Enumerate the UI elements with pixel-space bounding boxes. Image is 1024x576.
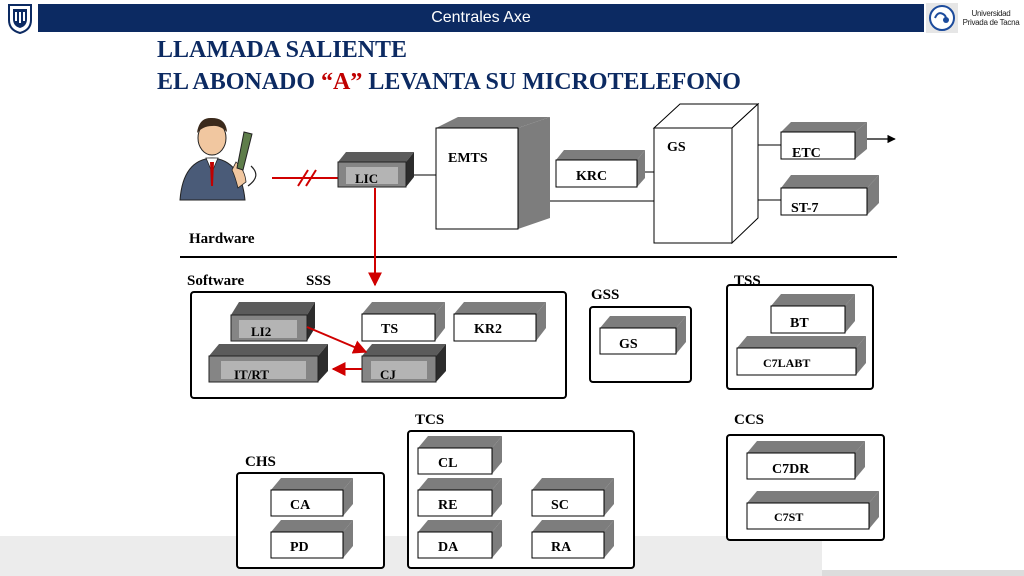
etc-block: ETC [780, 122, 867, 161]
st7-label: ST-7 [791, 201, 819, 216]
da-block: DA [417, 520, 502, 559]
krc-label: KRC [576, 169, 607, 184]
title-line2-prefix: EL ABONADO [157, 69, 322, 95]
ra-label: RA [551, 540, 572, 555]
subscriber-icon [179, 117, 257, 201]
pd-block: PD [270, 520, 353, 559]
bt-block: BT [770, 294, 855, 334]
itrt-block: IT/RT [208, 344, 328, 383]
bt-label: BT [790, 316, 809, 331]
footer-band-right [822, 570, 1024, 576]
cj-label: CJ [380, 367, 396, 382]
krc-block: KRC [555, 150, 645, 188]
c7dr-block: C7DR [746, 441, 865, 480]
gss-label: GSS [591, 287, 619, 303]
cl-label: CL [438, 456, 457, 471]
title-line2-suffix: LEVANTA SU MICROTELEFONO [362, 69, 741, 95]
cl-block: CL [417, 436, 502, 475]
title-line2-highlight: “A” [321, 69, 363, 95]
gs-hardware-label: GS [667, 140, 686, 155]
kr2-block: KR2 [453, 302, 546, 342]
emts-label: EMTS [448, 151, 488, 166]
ccs-label: CCS [734, 412, 764, 428]
university-logo-icon [926, 3, 958, 33]
ca-block: CA [270, 478, 353, 517]
re-label: RE [438, 498, 457, 513]
gs-software-label: GS [619, 337, 638, 352]
title-line1: LLAMADA SALIENTE [157, 37, 408, 63]
li2-label: LI2 [251, 324, 271, 339]
cj-block: CJ [361, 344, 446, 383]
lic-label: LIC [355, 171, 378, 186]
title-line2: EL ABONADO “A” LEVANTA SU MICROTELEFONO [157, 69, 741, 96]
sss-label: SSS [306, 273, 331, 289]
gs-hardware-block: GS [652, 102, 760, 245]
tcs-label: TCS [415, 412, 444, 428]
c7labt-block: C7LABT [736, 336, 866, 376]
university-line2: Privada de Tacna [962, 18, 1020, 27]
pd-label: PD [290, 540, 309, 555]
c7st-block: C7ST [746, 491, 879, 530]
re-block: RE [417, 478, 502, 517]
gs-software-block: GS [599, 316, 686, 355]
c7labt-label: C7LABT [763, 356, 810, 370]
st7-block: ST-7 [780, 175, 879, 216]
hardware-label: Hardware [189, 231, 255, 247]
sc-block: SC [531, 478, 614, 517]
etc-label: ETC [792, 146, 821, 161]
kr2-label: KR2 [474, 322, 502, 337]
line-break-mark [305, 169, 317, 187]
da-label: DA [438, 540, 459, 555]
header-bar: Centrales Axe [38, 4, 924, 32]
software-label: Software [187, 273, 245, 289]
header-title: Centrales Axe [431, 9, 531, 26]
ts-block: TS [361, 302, 445, 342]
c7dr-label: C7DR [772, 462, 810, 477]
university-crest-icon [8, 4, 32, 34]
university-name: Universidad Privada de Tacna [958, 9, 1024, 27]
li2-to-cj-arrow [306, 326, 368, 354]
chs-label: CHS [245, 454, 276, 470]
ts-label: TS [381, 322, 398, 337]
ca-label: CA [290, 498, 311, 513]
lic-block: LIC [337, 152, 414, 188]
emts-block: EMTS [435, 117, 550, 230]
itrt-label: IT/RT [234, 367, 269, 382]
ra-block: RA [531, 520, 614, 559]
line-break-mark [297, 169, 309, 187]
sc-label: SC [551, 498, 569, 513]
c7st-label: C7ST [774, 510, 803, 524]
li2-block: LI2 [230, 302, 315, 342]
university-line1: Universidad [971, 9, 1011, 18]
